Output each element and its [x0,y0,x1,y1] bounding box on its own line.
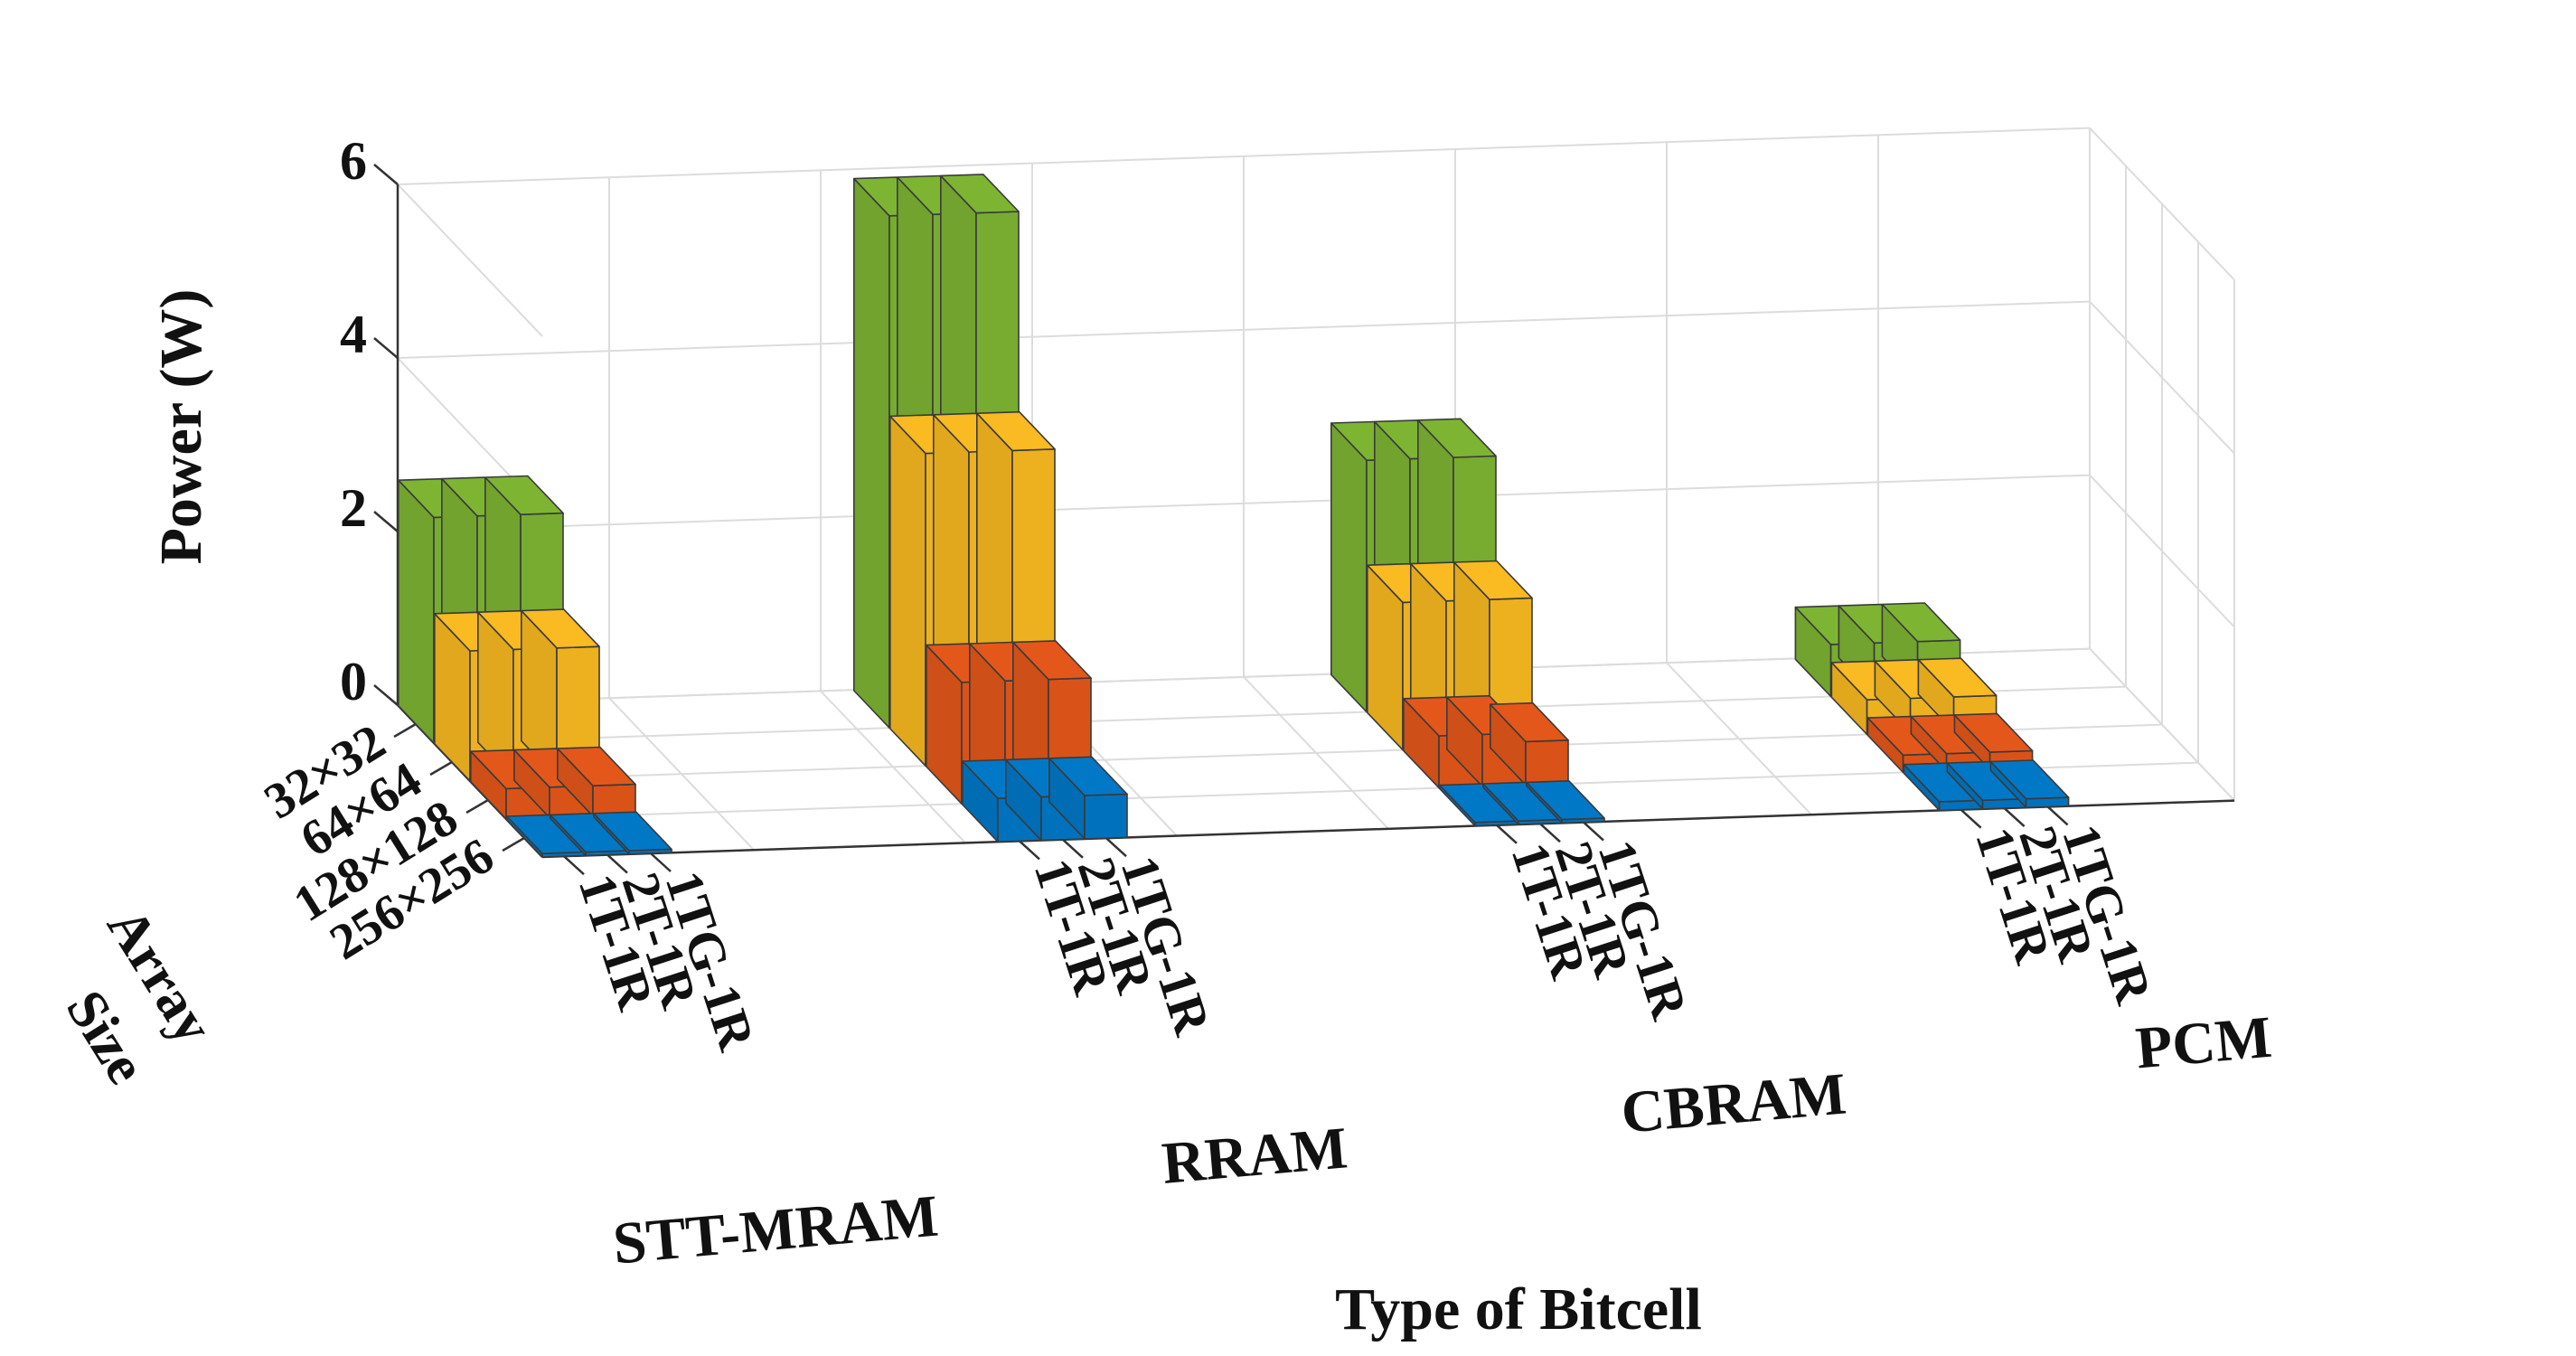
bar-side [852,177,890,730]
grid-line [2089,647,2235,802]
bar-top [1917,657,1998,698]
bar-top [1417,418,1497,458]
grid-line [397,184,543,337]
x-tick [1062,838,1084,859]
x-tick [650,852,672,872]
bar [592,811,672,855]
bar-top [1989,759,2070,800]
bar [1946,760,2026,810]
grid-line [820,690,966,844]
grid-line [608,697,755,851]
bar [1526,779,1605,824]
bar-top [1012,640,1092,681]
x-tick [1539,823,1561,843]
bar-side [1330,422,1368,713]
z-tick-label: 4 [340,305,367,364]
bar-top [1490,702,1569,743]
bar-side [888,415,926,767]
z-tick-label: 6 [340,131,367,191]
bar-top [1526,779,1605,821]
bar-side [397,479,435,744]
bar [1048,756,1128,840]
bar-top [592,811,672,852]
x-tick [1105,837,1127,858]
bar-front [592,783,636,817]
z-axis-label: Power (W) [148,289,214,565]
bar-top [1439,783,1518,824]
y-tick [393,722,417,739]
x-tick [1960,808,1982,829]
z-tick [373,164,399,185]
z-tick-label: 2 [340,478,367,538]
bar-top [1953,712,2034,753]
bar-top [1048,756,1128,796]
bar-top [976,410,1056,452]
z-tick [373,511,399,532]
z-tick-label: 0 [340,652,367,711]
bar-top [1946,760,2026,802]
bar-top [940,174,1020,214]
x-tick [1583,821,1604,842]
bar-top [1482,781,1562,823]
bar [1490,702,1569,786]
x-axis-label: Type of Bitcell [1335,1276,1702,1342]
bars [397,174,2070,858]
bar-top [549,812,629,853]
bar-front [1084,793,1128,840]
group-label: STT-MRAM [610,1183,941,1277]
bar-top [484,475,564,516]
group-label: RRAM [1160,1115,1350,1197]
bar [1989,759,2070,809]
x-tick [606,853,628,874]
y-tick [502,836,525,852]
grid-line [1243,676,1389,830]
x-tick [1496,824,1518,844]
y-tick [465,798,489,815]
x-tick [1019,840,1040,861]
x-tick [2003,807,2026,828]
x-tick [563,855,585,876]
bar-top [556,746,636,787]
bar-top [520,608,600,649]
bar [1953,712,2034,771]
z-tick [373,337,399,359]
y-tick [429,760,453,777]
group-label: PCM [2133,1004,2274,1082]
bar [1439,783,1518,827]
z-tick [373,684,399,706]
bar-top [1903,762,1983,803]
x-tick [2046,805,2069,826]
bar [549,812,629,857]
bar-top [1453,560,1533,601]
bar-top [1881,602,1961,643]
bar [1482,781,1562,825]
group-label: CBRAM [1619,1060,1849,1145]
bar-front [1525,739,1569,786]
bar-top [505,814,586,855]
grid-line [1666,662,1812,815]
